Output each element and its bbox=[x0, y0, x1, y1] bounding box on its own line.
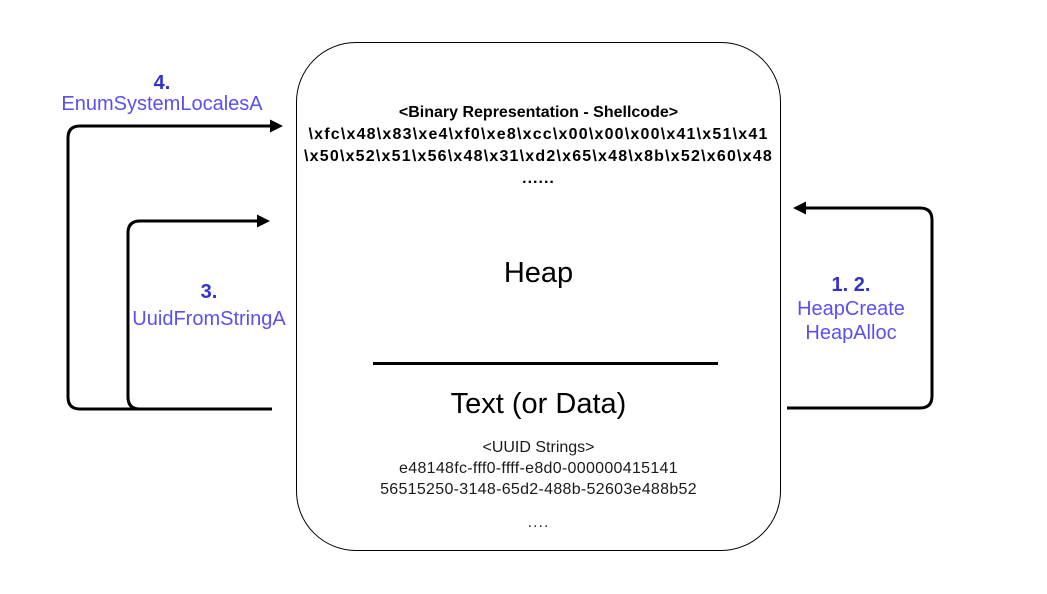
step-1-2-number: 1. 2. bbox=[831, 274, 871, 296]
uuid-strings-title: <UUID Strings> bbox=[482, 439, 595, 456]
step-3-annotation: 3. UuidFromStringA bbox=[132, 281, 285, 330]
step-4-number: 4. bbox=[153, 72, 171, 94]
step-3-number: 3. bbox=[200, 281, 218, 303]
section-divider-line bbox=[373, 362, 718, 365]
arrow-uuid-from-string bbox=[126, 219, 272, 411]
heap-section-label: Heap bbox=[503, 257, 574, 289]
step-4-annotation: 4. EnumSystemLocalesA bbox=[61, 73, 262, 115]
uuid-string-2: 56515250-3148-65d2-488b-52603e488b52 bbox=[380, 481, 697, 498]
arrow-enum-system-locales bbox=[66, 124, 272, 411]
arrowhead-heap-create-alloc bbox=[793, 201, 806, 215]
step-3-api-name: UuidFromStringA bbox=[132, 308, 286, 330]
uuid-ellipsis: .... bbox=[527, 514, 550, 531]
shellcode-bytes-line-1: \xfc\x48\x83\xe4\xf0\xe8\xcc\x00\x00\x00… bbox=[308, 126, 769, 143]
shellcode-title: <Binary Representation - Shellcode> bbox=[398, 104, 679, 121]
shellcode-ellipsis: ...... bbox=[522, 170, 555, 187]
step-1-2-annotation: 1. 2. HeapCreate HeapAlloc bbox=[797, 273, 905, 345]
arrowhead-uuid-from-string bbox=[257, 214, 270, 228]
step-4-api-name: EnumSystemLocalesA bbox=[61, 93, 263, 115]
step-1-api-name: HeapCreate bbox=[797, 298, 905, 320]
arrow-heap-create-alloc bbox=[787, 206, 934, 410]
arrowhead-enum-system-locales bbox=[270, 119, 283, 133]
shellcode-bytes-line-2: \x50\x52\x51\x56\x48\x31\xd2\x65\x48\x8b… bbox=[304, 148, 773, 165]
uuid-string-1: e48148fc-fff0-ffff-e8d0-000000415141 bbox=[399, 460, 678, 477]
text-section-label: Text (or Data) bbox=[450, 388, 627, 420]
step-2-api-name: HeapAlloc bbox=[805, 322, 897, 344]
memory-region-box: <Binary Representation - Shellcode> \xfc… bbox=[296, 42, 781, 551]
